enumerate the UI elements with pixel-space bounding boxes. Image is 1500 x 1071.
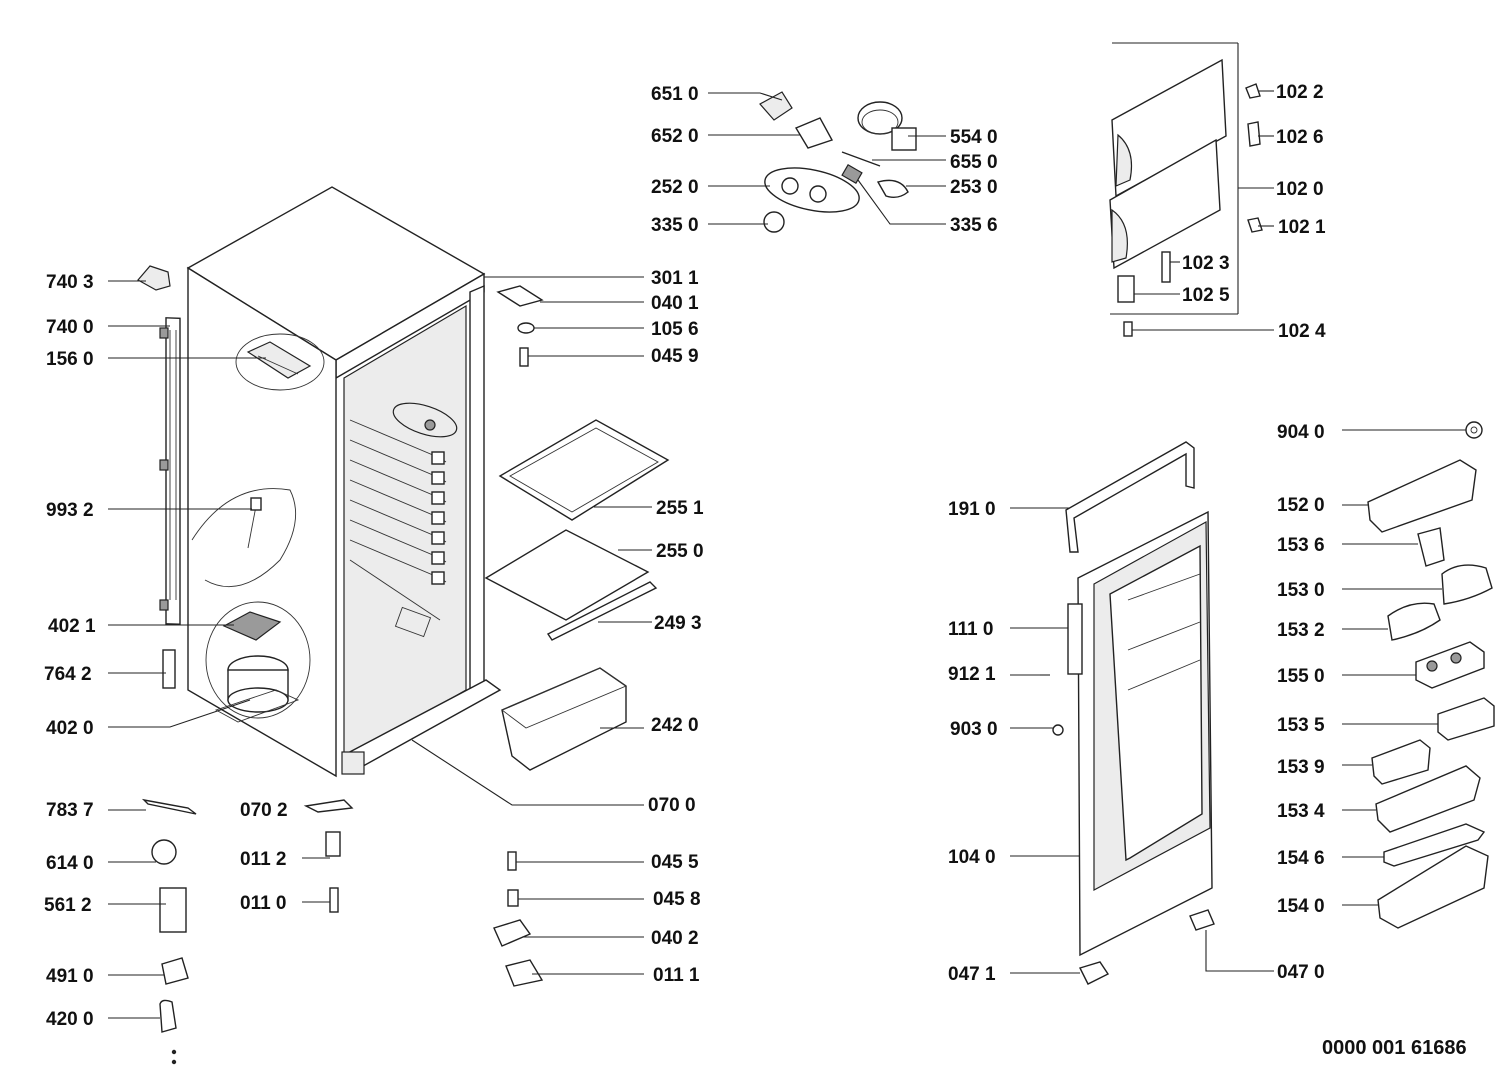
label-045-9: 045 9 (651, 346, 699, 367)
label-993-2: 993 2 (46, 500, 94, 521)
label-156-0: 156 0 (46, 349, 94, 370)
label-402-1: 402 1 (48, 616, 96, 637)
thermostat-group (759, 91, 917, 233)
label-070-0: 070 0 (648, 795, 696, 816)
label-904-0: 904 0 (1277, 422, 1325, 443)
glass-shelf-frame (498, 419, 670, 521)
label-102-4: 102 4 (1278, 321, 1326, 342)
sensor-part (162, 649, 176, 689)
leader-lines (108, 90, 1466, 1019)
label-102-2: 102 2 (1276, 82, 1324, 103)
glass-shelf (484, 529, 650, 621)
label-153-9: 153 9 (1277, 757, 1325, 778)
label-040-1: 040 1 (651, 293, 699, 314)
compressor-inset (205, 601, 311, 723)
crisper-drawer (501, 667, 627, 771)
right-door-accessories (1367, 421, 1495, 929)
label-420-0: 420 0 (46, 1009, 94, 1030)
label-491-0: 491 0 (46, 966, 94, 987)
inset-detail-middle (191, 488, 297, 588)
label-255-1: 255 1 (656, 498, 704, 519)
label-153-5: 153 5 (1277, 715, 1325, 736)
label-102-3: 102 3 (1182, 253, 1230, 274)
decorative-dots (171, 1049, 177, 1065)
top-cap-part (137, 265, 171, 291)
label-045-5: 045 5 (651, 852, 699, 873)
main-door-group (1040, 441, 1215, 985)
label-903-0: 903 0 (950, 719, 998, 740)
label-011-2: 011 2 (240, 849, 287, 870)
freezer-door-group (1109, 42, 1263, 337)
label-154-0: 154 0 (1277, 896, 1325, 917)
label-011-1: 011 1 (653, 965, 700, 986)
label-105-6: 105 6 (651, 319, 699, 340)
label-153-6: 153 6 (1277, 535, 1325, 556)
label-011-0: 011 0 (240, 893, 287, 914)
label-335-0: 335 0 (651, 215, 699, 236)
label-651-0: 651 0 (651, 84, 699, 105)
label-153-4: 153 4 (1277, 801, 1325, 822)
label-047-0: 047 0 (1277, 962, 1325, 983)
label-912-1: 912 1 (948, 664, 996, 685)
evaporator-coil (349, 419, 447, 621)
label-191-0: 191 0 (948, 499, 996, 520)
label-764-2: 764 2 (44, 664, 92, 685)
label-111-0: 111 0 (948, 619, 993, 640)
label-104-0: 104 0 (948, 847, 996, 868)
condenser-grille (159, 317, 181, 626)
label-045-8: 045 8 (653, 889, 701, 910)
label-155-0: 155 0 (1277, 666, 1325, 687)
label-783-7: 783 7 (46, 800, 94, 821)
label-242-0: 242 0 (651, 715, 699, 736)
label-252-0: 252 0 (651, 177, 699, 198)
label-249-3: 249 3 (654, 613, 702, 634)
label-153-0: 153 0 (1277, 580, 1325, 601)
label-402-0: 402 0 (46, 718, 94, 739)
cabinet-thermostat-housing (392, 402, 458, 438)
label-154-6: 154 6 (1277, 848, 1325, 869)
shelf-trim (546, 581, 658, 641)
label-614-0: 614 0 (46, 853, 94, 874)
label-253-0: 253 0 (950, 177, 998, 198)
label-255-0: 255 0 (656, 541, 704, 562)
label-102-5: 102 5 (1182, 285, 1230, 306)
label-102-0: 102 0 (1276, 179, 1324, 200)
small-parts (141, 285, 544, 1033)
label-655-0: 655 0 (950, 152, 998, 173)
label-335-6: 335 6 (950, 215, 998, 236)
inset-detail-top (235, 333, 325, 391)
label-554-0: 554 0 (950, 127, 998, 148)
label-047-1: 047 1 (948, 964, 996, 985)
document-number: 0000 001 61686 (1322, 1037, 1467, 1059)
label-652-0: 652 0 (651, 126, 699, 147)
label-153-2: 153 2 (1277, 620, 1325, 641)
label-561-2: 561 2 (44, 895, 92, 916)
part-labels: 651 0 652 0 252 0 335 0 554 0 655 0 253 … (44, 82, 1467, 1059)
label-152-0: 152 0 (1277, 495, 1325, 516)
label-102-6: 102 6 (1276, 127, 1324, 148)
label-740-3: 740 3 (46, 272, 94, 293)
label-740-0: 740 0 (46, 317, 94, 338)
label-070-2: 070 2 (240, 800, 288, 821)
cabinet-body (186, 186, 502, 778)
label-040-2: 040 2 (651, 928, 699, 949)
label-102-1: 102 1 (1278, 217, 1326, 238)
label-301-1: 301 1 (651, 268, 699, 289)
